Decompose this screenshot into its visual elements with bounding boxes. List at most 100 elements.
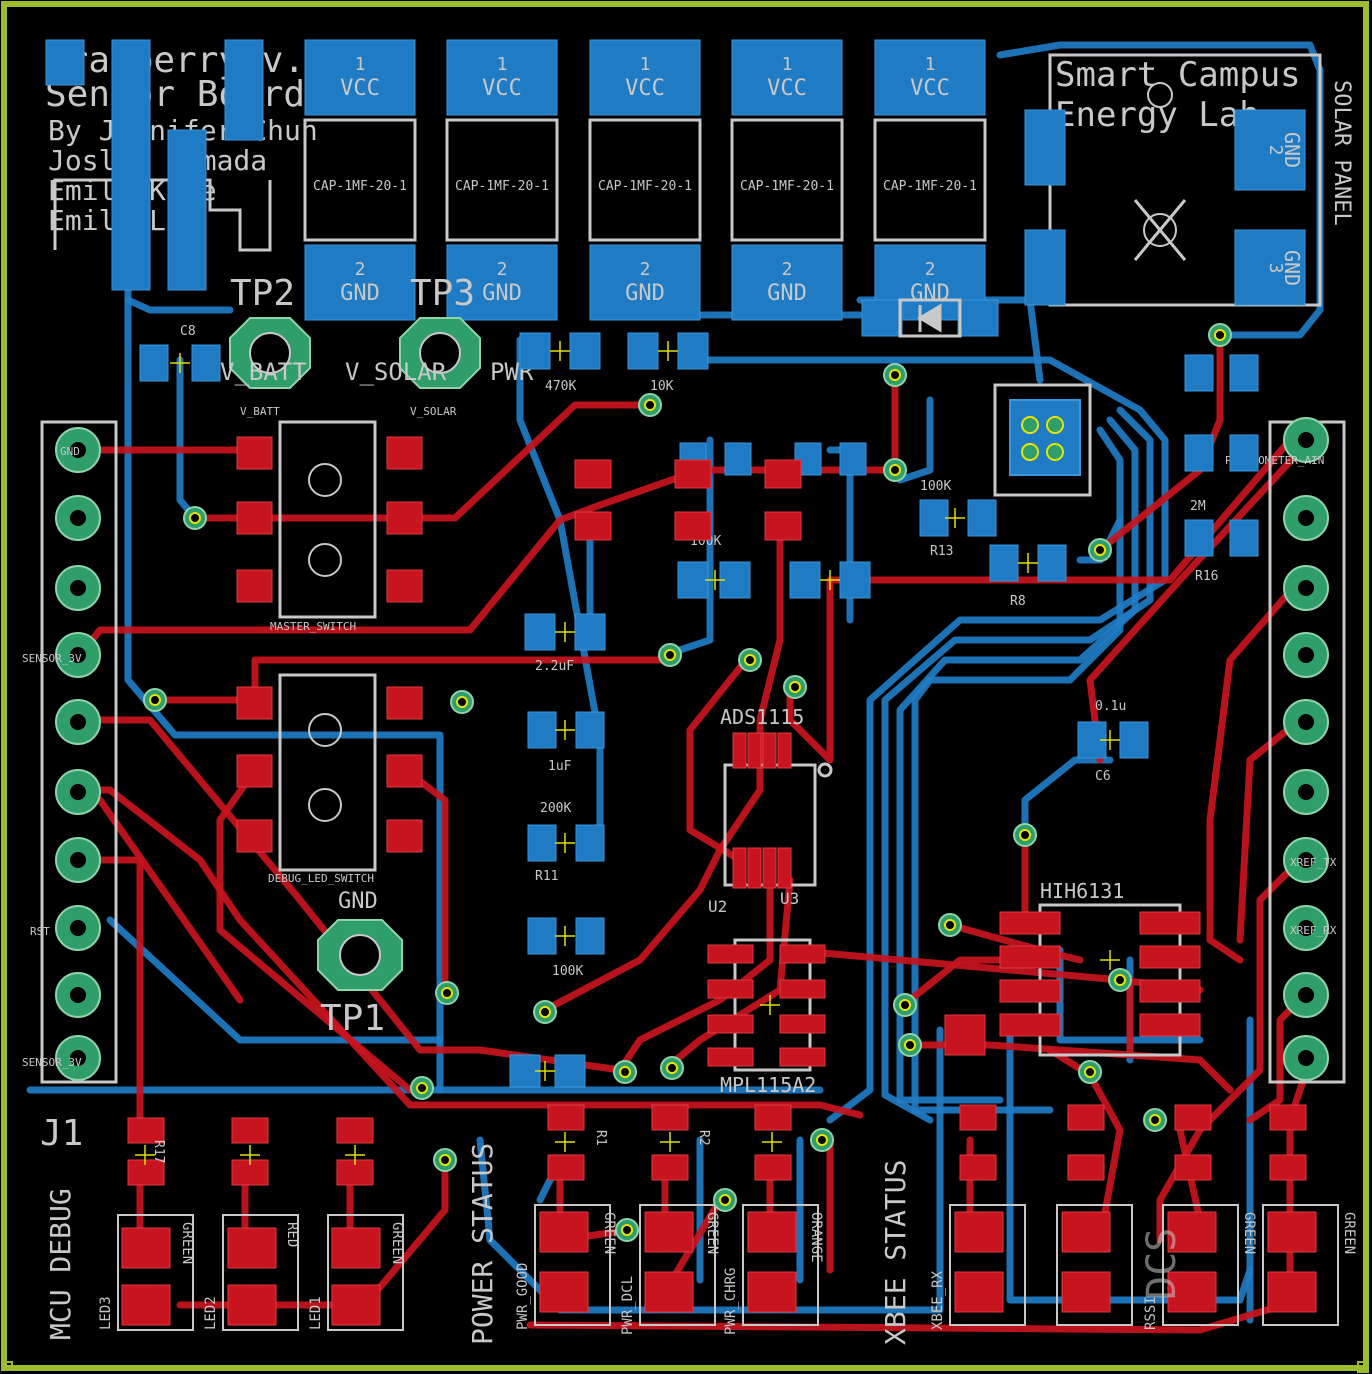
test-points: TP2 V_BATT V_BATT TP3 V_SOLAR PWR V_SOLA…	[220, 273, 534, 1039]
svg-text:XBEE_RX: XBEE_RX	[930, 1270, 946, 1330]
svg-text:200K: 200K	[540, 801, 571, 816]
svg-text:3: 3	[1265, 263, 1286, 274]
svg-text:LED3: LED3	[98, 1296, 114, 1330]
svg-text:TP3: TP3	[410, 273, 475, 314]
component-origins	[135, 341, 1120, 1165]
top-smt-pads	[574, 459, 802, 541]
svg-text:C6: C6	[1095, 769, 1111, 784]
svg-text:GREEN: GREEN	[389, 1222, 405, 1264]
svg-text:R17: R17	[151, 1140, 166, 1163]
debug-led-switch: DEBUG_LED_SWITCH	[236, 673, 423, 885]
mpl115a2-chip: MPL115A2	[707, 938, 826, 1097]
mpl115a2-label: MPL115A2	[720, 1073, 816, 1097]
svg-text:GREEN: GREEN	[704, 1212, 720, 1254]
cap-3: 1 VCC 2 GND CAP-1MF-20-1	[588, 39, 702, 321]
svg-text:RSSI: RSSI	[1143, 1296, 1159, 1330]
svg-text:V_BATT: V_BATT	[240, 405, 280, 418]
svg-text:0.1u: 0.1u	[1095, 699, 1126, 714]
svg-text:PWR_GOOD: PWR_GOOD	[515, 1263, 531, 1330]
svg-text:RST: RST	[30, 925, 50, 938]
power-status-label: POWER STATUS	[466, 1143, 499, 1345]
svg-text:DCS: DCS	[1139, 1228, 1185, 1300]
hih6131-label: HIH6131	[1040, 879, 1124, 903]
svg-text:GND: GND	[340, 281, 380, 306]
svg-text:VCC: VCC	[482, 76, 522, 101]
svg-text:1: 1	[925, 54, 936, 75]
svg-text:RED: RED	[284, 1222, 300, 1247]
svg-text:GND: GND	[482, 281, 522, 306]
tp2: TP2 V_BATT V_BATT	[220, 273, 311, 418]
tp3: TP3 V_SOLAR PWR V_SOLAR	[345, 273, 534, 418]
svg-text:2: 2	[497, 259, 508, 280]
right-header: PYRANOMETER_AIN XREF_TX XREF_RX	[1225, 417, 1346, 1084]
j1-label: J1	[40, 1113, 83, 1154]
svg-text:GREEN: GREEN	[1241, 1212, 1257, 1254]
svg-text:2: 2	[640, 259, 651, 280]
svg-text:U3: U3	[780, 889, 799, 908]
hih6131-chip: HIH6131	[944, 879, 1201, 1057]
debug-switch-label: DEBUG_LED_SWITCH	[268, 872, 374, 885]
mcu-debug-label: MCU DEBUG	[44, 1188, 77, 1340]
svg-text:VCC: VCC	[910, 76, 950, 101]
left-header: GND SENSOR_3V RST SENSOR_3V	[22, 420, 118, 1084]
svg-text:GND: GND	[1280, 250, 1304, 286]
svg-text:2: 2	[925, 259, 936, 280]
svg-text:LED1: LED1	[308, 1296, 324, 1330]
capacitor-bank: 1 VCC 2 GND CAP-1MF-20-1 1 VCC 2 GND CAP…	[303, 39, 987, 321]
svg-text:CAP-1MF-20-1: CAP-1MF-20-1	[883, 179, 977, 194]
svg-text:100K: 100K	[920, 479, 951, 494]
solar-panel-connector: 2 GND 3 GND SOLAR PANEL	[1024, 53, 1354, 307]
svg-text:U2: U2	[708, 897, 727, 916]
svg-text:GND: GND	[60, 445, 80, 458]
xbee-status-label: XBEE STATUS	[879, 1160, 912, 1345]
svg-text:PWR_DCL: PWR_DCL	[620, 1276, 636, 1335]
svg-text:1: 1	[497, 54, 508, 75]
svg-text:1uF: 1uF	[548, 759, 572, 774]
antenna-pads	[45, 39, 272, 291]
svg-text:2: 2	[782, 259, 793, 280]
svg-text:1: 1	[640, 54, 651, 75]
svg-text:SENSOR_3V: SENSOR_3V	[22, 1056, 82, 1069]
master-switch-label: MASTER_SWITCH	[270, 620, 356, 633]
svg-text:1: 1	[782, 54, 793, 75]
svg-text:2M: 2M	[1190, 499, 1206, 514]
svg-text:GND: GND	[910, 281, 950, 306]
svg-text:VCC: VCC	[340, 76, 380, 101]
svg-text:GND: GND	[1280, 132, 1304, 168]
cap-5: 1 VCC 2 GND CAP-1MF-20-1	[873, 39, 987, 321]
ads1115-chip: ADS1115 U2 U3	[708, 705, 833, 916]
solar-panel-label: SOLAR PANEL	[1329, 80, 1354, 226]
svg-text:LED2: LED2	[203, 1296, 219, 1330]
lab-line-2: Energy Lab	[1055, 95, 1260, 135]
svg-text:GND: GND	[767, 281, 807, 306]
svg-text:PWR_CHRG: PWR_CHRG	[723, 1268, 739, 1335]
qfn-sensor	[993, 383, 1092, 497]
xbee-status-leds: GREEN GREEN XBEE_RX RSSI DCS	[930, 1204, 1357, 1330]
diode	[861, 298, 999, 338]
svg-text:CAP-1MF-20-1: CAP-1MF-20-1	[313, 179, 407, 194]
svg-text:GREEN: GREEN	[601, 1212, 617, 1254]
svg-text:V_BATT: V_BATT	[220, 358, 307, 386]
svg-text:C8: C8	[180, 324, 196, 339]
cap-2: 1 VCC 2 GND CAP-1MF-20-1	[445, 39, 559, 321]
svg-text:10K: 10K	[650, 379, 674, 394]
svg-text:R1: R1	[593, 1130, 608, 1146]
tp1: GND TP1	[317, 889, 403, 1039]
svg-text:TP1: TP1	[320, 998, 385, 1039]
svg-text:XREF_TX: XREF_TX	[1290, 856, 1337, 869]
vias	[143, 323, 1232, 1242]
svg-text:V_SOLAR: V_SOLAR	[410, 405, 457, 418]
svg-text:TP2: TP2	[230, 273, 295, 314]
svg-text:GND: GND	[338, 889, 378, 914]
svg-text:VCC: VCC	[767, 76, 807, 101]
svg-text:CAP-1MF-20-1: CAP-1MF-20-1	[740, 179, 834, 194]
svg-text:R11: R11	[535, 869, 558, 884]
svg-text:R2: R2	[696, 1130, 711, 1146]
svg-text:GREEN: GREEN	[179, 1222, 195, 1264]
lab-line-1: Smart Campus	[1055, 55, 1301, 95]
cap-1: 1 VCC 2 GND CAP-1MF-20-1	[303, 39, 417, 321]
svg-text:XREF_RX: XREF_RX	[1290, 924, 1337, 937]
svg-text:CAP-1MF-20-1: CAP-1MF-20-1	[455, 179, 549, 194]
svg-text:2: 2	[355, 259, 366, 280]
svg-text:2: 2	[1265, 145, 1286, 156]
